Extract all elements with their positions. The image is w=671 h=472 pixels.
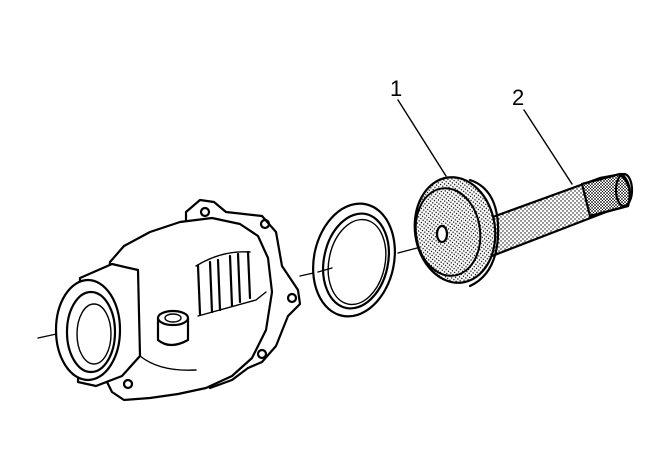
callout-1-leader bbox=[397, 99, 447, 177]
housing bbox=[54, 198, 302, 402]
callout-1-label: 1 bbox=[390, 76, 402, 101]
housing-rib bbox=[216, 254, 234, 312]
callout-2-leader bbox=[523, 109, 573, 185]
flange-bolt-hole bbox=[122, 378, 134, 390]
flange-bolt-hole bbox=[286, 292, 298, 304]
callout-2-label: 2 bbox=[512, 85, 524, 110]
callout-1: 1 bbox=[390, 76, 447, 177]
installer-disc bbox=[413, 176, 500, 288]
housing-rib bbox=[236, 250, 252, 304]
seal-ring bbox=[312, 202, 396, 318]
driver-handle bbox=[488, 172, 634, 258]
housing-rib bbox=[196, 260, 214, 316]
flange-bolt-hole bbox=[199, 206, 211, 218]
callout-2: 2 bbox=[512, 85, 573, 185]
flange-bolt-hole bbox=[256, 348, 268, 360]
flange-bolt-hole bbox=[259, 218, 271, 230]
